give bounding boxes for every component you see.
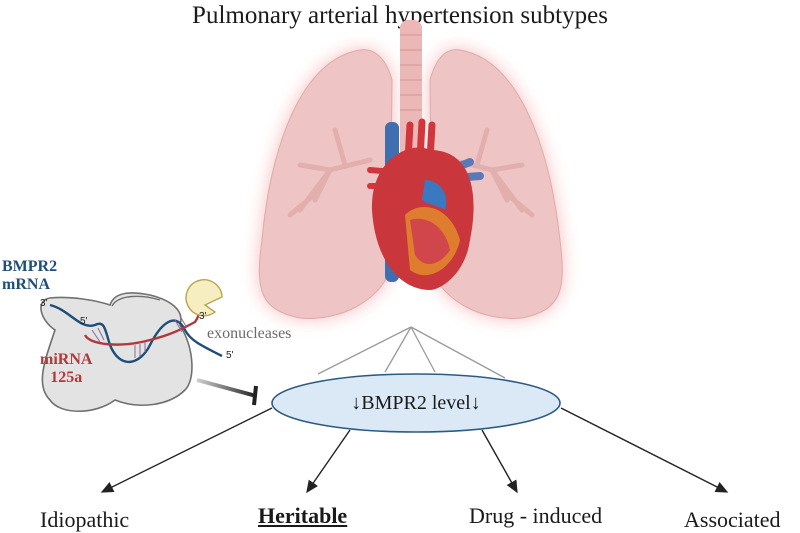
inhibition-arrow — [196, 378, 257, 398]
mrna-label-line1: BMPR2 — [2, 258, 58, 275]
trachea-icon — [400, 20, 422, 160]
mrna-label-line2: mRNA — [2, 276, 50, 293]
mirna-label: miRNA 125a — [40, 351, 92, 387]
prime-label: 3' — [40, 298, 48, 309]
mirna-label-line2: 125a — [50, 369, 83, 386]
prime-label: 5' — [80, 316, 88, 327]
down-arrow-icon: ↓ — [470, 392, 481, 414]
heart-icon — [367, 118, 484, 290]
diagram-title: Pulmonary arterial hypertension subtypes — [192, 2, 608, 29]
mirna-label-line1: miRNA — [40, 351, 93, 368]
bmpr2-mrna-strand — [49, 303, 223, 364]
subtype-arrows — [100, 407, 729, 494]
bmpr2-level-text: ↓BMPR2 level↓ — [274, 391, 558, 415]
bmpr2-level-node — [271, 373, 561, 433]
subtype-idiopathic: Idiopathic — [40, 507, 130, 532]
exonucleases-label: exonucleases — [207, 325, 292, 342]
prime-label: 5' — [226, 350, 234, 361]
base-pairs — [91, 315, 188, 358]
subtype-heritable: Heritable — [258, 503, 348, 528]
subtype-drug-induced: Drug - induced — [469, 503, 603, 528]
bmpr2-mrna-label: BMPR2 mRNA — [2, 258, 57, 294]
prime-label: 3' — [199, 311, 207, 322]
exonuclease-icon — [185, 279, 223, 317]
subtype-associated: Associated — [684, 507, 781, 532]
down-arrow-icon: ↓ — [351, 392, 362, 414]
central-node-label: BMPR2 level — [361, 392, 471, 414]
converging-lines — [317, 326, 506, 379]
